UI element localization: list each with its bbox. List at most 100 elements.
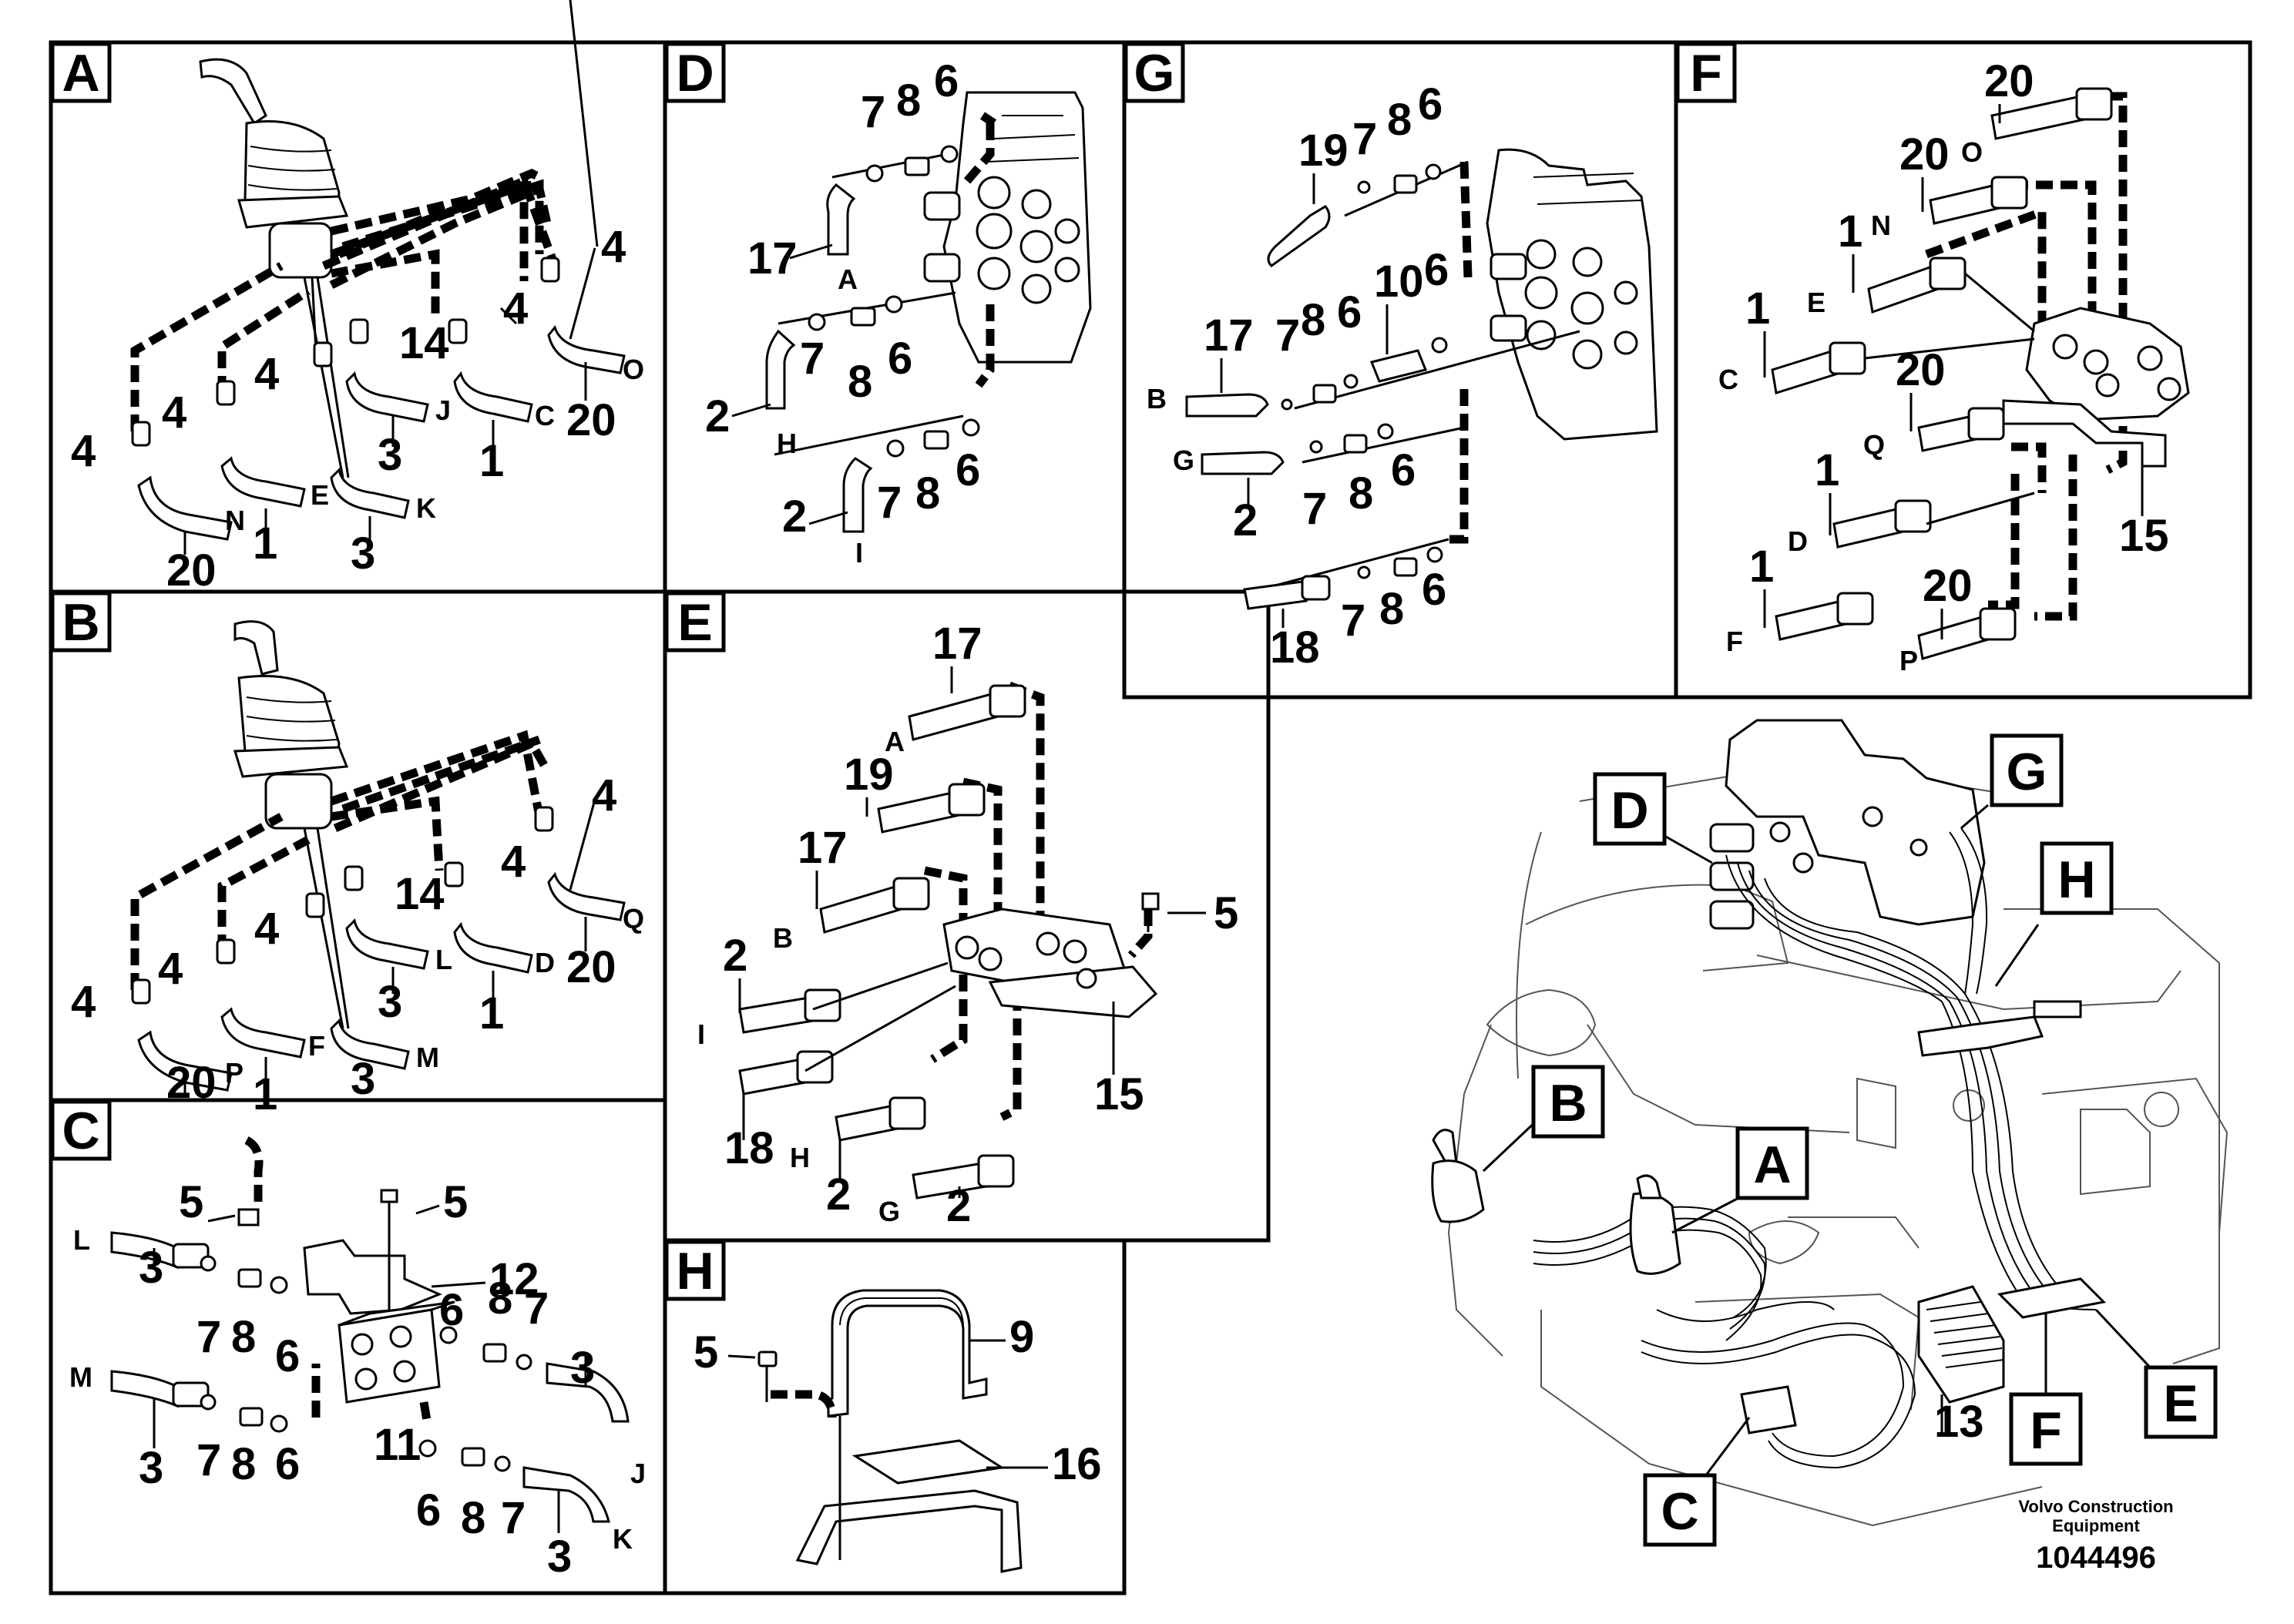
panel-b-label-5: 14 — [395, 869, 445, 919]
panel-b-labels: 4 4 4 4 4 14 20 1 3 3 20 1 Q D L F M P — [71, 770, 644, 1119]
panel-g-label-19: 6 — [1422, 565, 1446, 615]
callout-c-letter: C — [1661, 1482, 1698, 1541]
panel-c-label-7: 6 — [275, 1331, 300, 1381]
panel-g-label-5: 6 — [1424, 245, 1449, 295]
panel-c-label-8: 6 — [439, 1285, 464, 1335]
panel-a-label-7: 1 — [479, 436, 504, 486]
panel-f-label-2: 20 — [1899, 129, 1950, 180]
panel-a-frame — [49, 40, 667, 594]
panel-c-label-4: 3 — [139, 1243, 163, 1293]
panel-e-label-6: I — [697, 1018, 705, 1050]
panel-c-label-20: 7 — [501, 1493, 526, 1543]
panel-c-labels: 5 5 12 L 3 7 8 6 6 8 7 3 M 3 7 8 6 11 6 … — [69, 1177, 646, 1582]
overview-callout-e: E — [2144, 1365, 2218, 1439]
panel-f-frame — [1674, 40, 2252, 700]
panel-g-label-9: 6 — [1337, 287, 1362, 337]
panel-g-letter-box: G — [1123, 42, 1185, 103]
panel-e-label-5: 2 — [723, 931, 747, 981]
panel-c-label-5: 7 — [196, 1312, 221, 1362]
panel-c-label-1: 5 — [443, 1177, 468, 1227]
panel-g-label-2: 8 — [1387, 95, 1412, 145]
overview-drawing — [1431, 719, 2229, 1527]
overview-part-13: 13 — [1934, 1397, 1984, 1447]
panel-g-label-11: G — [1173, 445, 1194, 476]
panel-g-label-16: 18 — [1270, 622, 1320, 673]
panel-d-label-6: H — [777, 428, 797, 459]
panel-g-letter: G — [1134, 44, 1175, 102]
overview-callout-a: A — [1735, 1126, 1809, 1200]
panel-f-label-4: 1 — [1838, 206, 1862, 257]
panel-h-label-1: 5 — [694, 1327, 718, 1377]
panel-a-label-5: 14 — [399, 318, 449, 368]
panel-c-label-11: 3 — [570, 1343, 595, 1393]
panel-c-label-2: 12 — [489, 1254, 539, 1304]
panel-b-label-3: 4 — [158, 944, 183, 994]
panel-f-drawing — [1771, 87, 2190, 660]
panel-a-letter: A — [62, 44, 99, 102]
panel-d-drawing — [765, 91, 1092, 533]
panel-g-label-0: 19 — [1298, 126, 1349, 176]
panel-d-label-7: 7 — [800, 334, 825, 384]
panel-b-label-12: Q — [623, 903, 644, 934]
overview-callout-c: C — [1643, 1473, 1717, 1547]
panel-c-label-17: 11 — [374, 1420, 421, 1470]
panel-e-label-0: 17 — [932, 619, 982, 669]
panel-e-labels: 17 A 19 17 B 2 I 18 H 2 G 2 5 15 — [697, 619, 1238, 1231]
panel-d-label-14: 6 — [956, 445, 980, 495]
panel-c-label-13: 3 — [139, 1443, 163, 1493]
panel-c-label-6: 8 — [231, 1312, 256, 1362]
panel-a-label-12: O — [623, 354, 644, 385]
panel-e-label-7: 18 — [724, 1123, 774, 1173]
panel-a-label-15: E — [311, 479, 329, 511]
panel-b-drawing — [130, 620, 626, 1092]
callout-e-letter: E — [2163, 1374, 2198, 1433]
panel-h-label-0: 9 — [1009, 1312, 1034, 1362]
callout-h-letter: H — [2057, 851, 2095, 909]
panel-d-label-3: 17 — [747, 233, 798, 284]
panel-a-labels: 4 4 4 4 4 14 20 1 3 3 20 1 O C J E K N — [71, 0, 644, 596]
panel-c-label-16: 6 — [275, 1439, 300, 1489]
panel-c-label-19: 8 — [461, 1493, 485, 1543]
panel-f-labels: 20 O 20 N 1 E 1 C 20 Q 1 D 1 F 20 P 15 — [1718, 56, 2169, 676]
callout-f-letter: F — [2030, 1401, 2062, 1460]
panel-a-label-4: 4 — [71, 426, 96, 476]
panel-g-label-3: 6 — [1418, 79, 1443, 129]
panel-f-label-7: C — [1718, 364, 1738, 395]
panel-a-drawing — [130, 58, 626, 541]
panel-a-label-16: K — [416, 492, 436, 524]
panel-b-label-13: D — [535, 947, 555, 978]
panel-b-label-7: 1 — [479, 988, 504, 1038]
overview-callout-h: H — [2040, 841, 2114, 915]
panel-b-label-6: 20 — [566, 942, 616, 992]
panel-e-label-13: 15 — [1094, 1069, 1144, 1119]
panel-a-label-13: C — [535, 400, 555, 431]
panel-c-label-23: K — [613, 1523, 633, 1555]
panel-f-label-9: Q — [1863, 429, 1885, 461]
panel-d-letter: D — [676, 44, 714, 102]
overview-callout-f: F — [2009, 1392, 2083, 1466]
panel-d-label-13: 8 — [915, 468, 940, 518]
panel-b-label-4: 4 — [71, 977, 96, 1027]
panel-f-label-16: 15 — [2119, 511, 2169, 561]
panel-c-label-0: 5 — [179, 1177, 203, 1227]
panel-d-label-0: 7 — [861, 87, 885, 137]
panel-c-label-18: 6 — [416, 1485, 441, 1535]
panel-e-letter-box: E — [664, 591, 726, 653]
panel-d-label-11: I — [855, 537, 863, 569]
panel-b-label-0: 4 — [592, 770, 616, 820]
panel-c-label-22: J — [630, 1458, 646, 1489]
panel-d-label-2: 6 — [934, 56, 959, 106]
panel-h-frame — [663, 1238, 1127, 1595]
panel-f-label-15: P — [1899, 645, 1918, 676]
panel-c-label-15: 8 — [231, 1439, 256, 1489]
panel-f-letter-box: F — [1675, 42, 1737, 103]
panel-g-label-17: 7 — [1341, 596, 1365, 646]
panel-e-label-8: H — [790, 1142, 810, 1173]
panel-e-label-4: B — [773, 922, 793, 954]
panel-g-label-15: 6 — [1391, 445, 1416, 495]
panel-c-letter-box: C — [50, 1099, 112, 1161]
panel-e-label-10: G — [878, 1196, 900, 1227]
panel-g-label-12: 2 — [1233, 495, 1258, 545]
panel-a-label-9: 3 — [351, 528, 375, 579]
panel-a-label-6: 20 — [566, 395, 616, 445]
